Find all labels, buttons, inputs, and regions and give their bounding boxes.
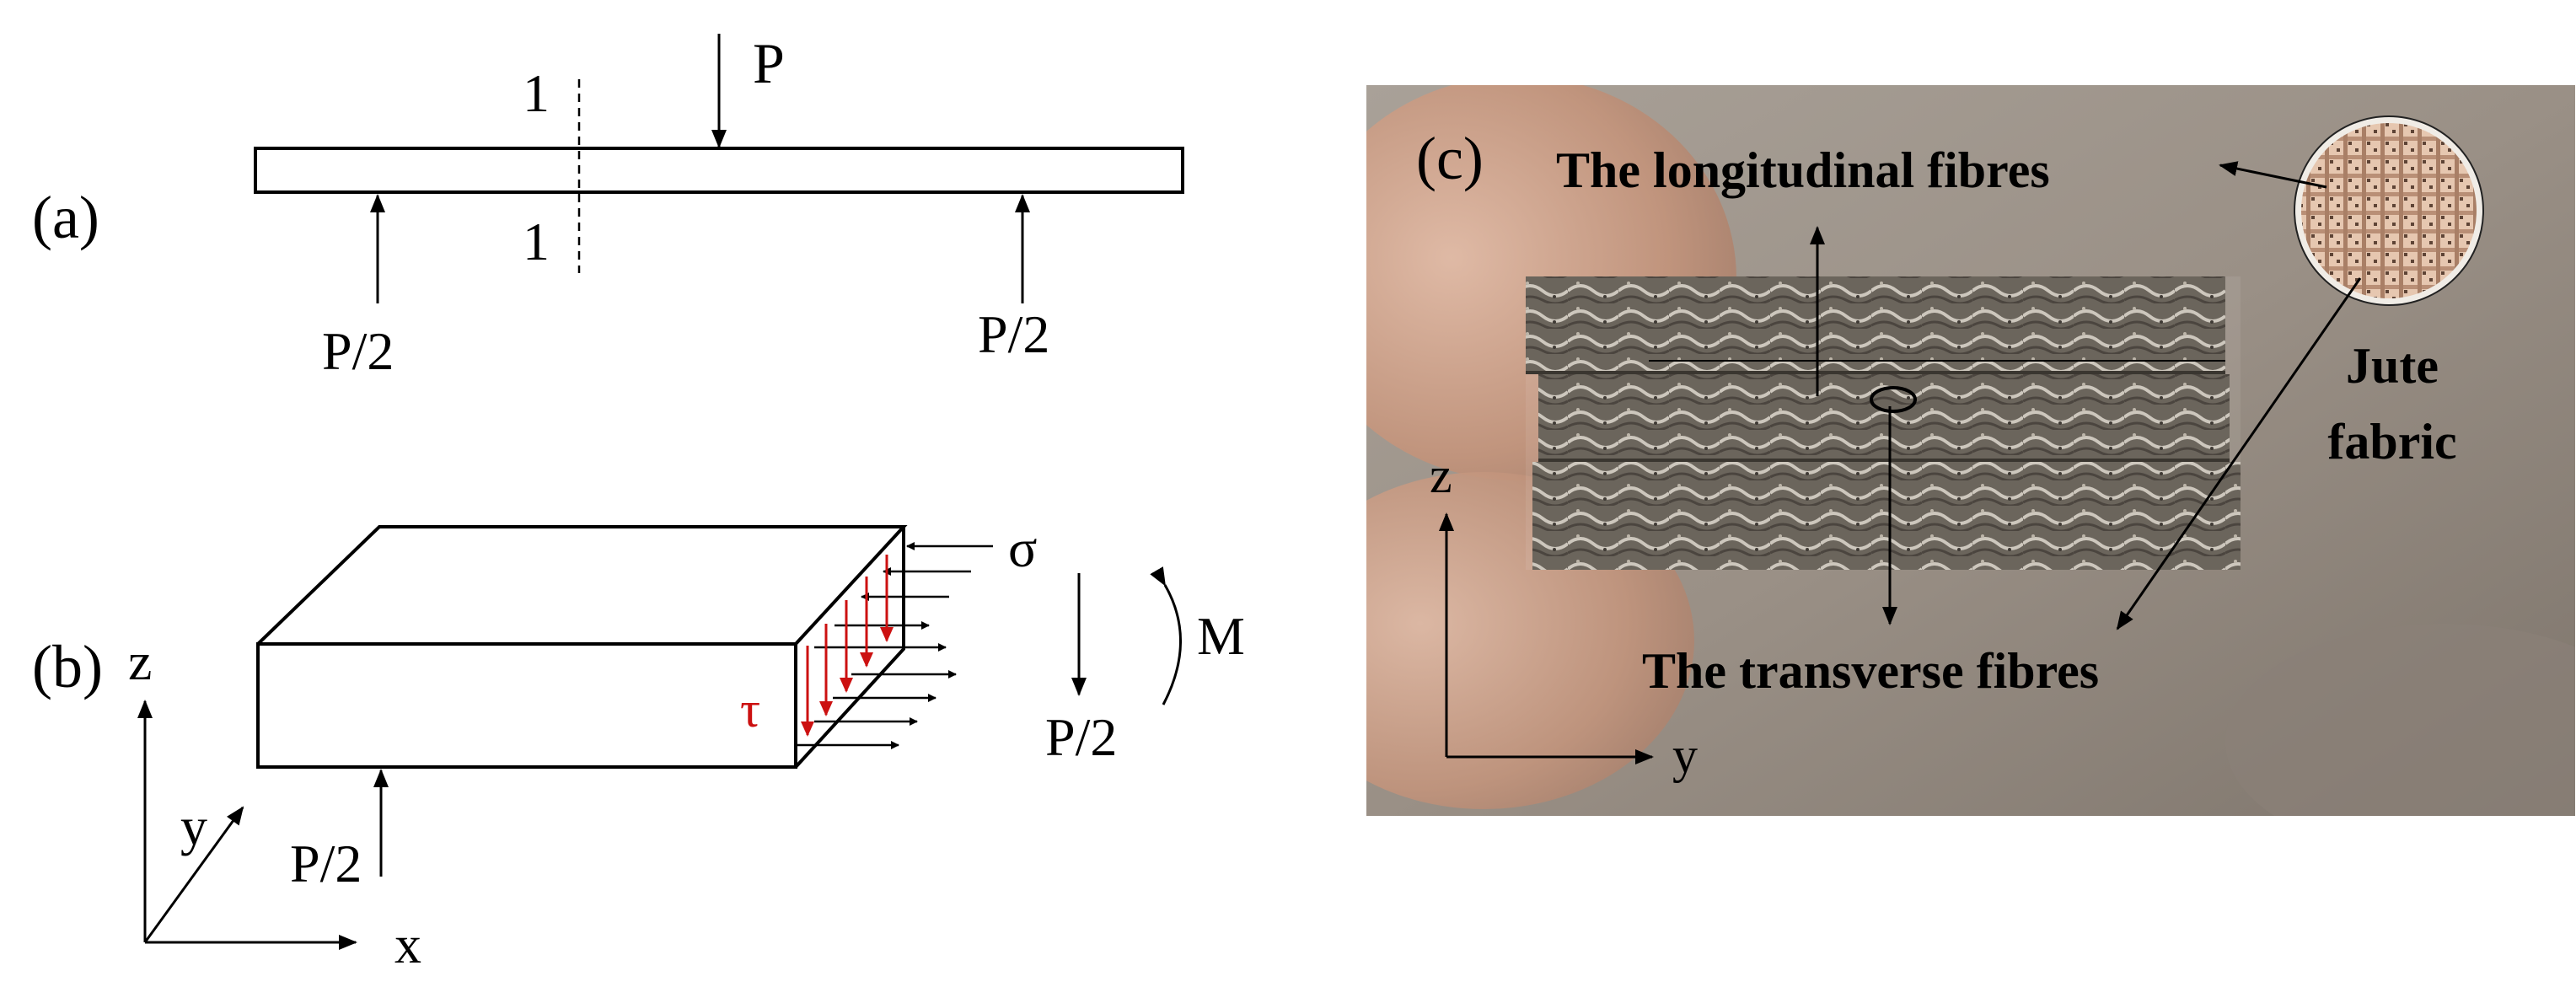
axis-z-label-b: z (128, 631, 152, 691)
panel-c-label: (c) (1416, 125, 1484, 192)
shear-force-label: P/2 (1045, 707, 1117, 767)
fabric-pointer-arrow (2219, 161, 2327, 189)
fabric-to-transverse-arrow (2116, 277, 2362, 630)
normal-stress-arrows (796, 542, 993, 749)
support-label-right: P/2 (978, 304, 1049, 364)
jute-fabric-closeup (2298, 120, 2480, 302)
transverse-fibres-label: The transverse fibres (1642, 643, 2099, 699)
section-label-top: 1 (523, 63, 550, 123)
specimen-layer-1 (1526, 276, 2225, 371)
jute-fabric-label-line2: fabric (2327, 414, 2456, 469)
block-front-face (256, 642, 797, 769)
support-label-b: P/2 (290, 834, 362, 893)
block-side-face (794, 527, 905, 769)
support-label-left: P/2 (322, 321, 394, 381)
shear-stress-label: τ (740, 682, 760, 738)
panel-a-label: (a) (32, 184, 99, 251)
axis-x-label-b: x (394, 915, 421, 974)
photo-axis-y-label: y (1672, 727, 1698, 783)
beam (254, 147, 1184, 194)
moment-label: M (1197, 606, 1245, 666)
load-label-top: P (753, 31, 785, 95)
panel-a (254, 34, 1184, 303)
panel-c-photo (1366, 85, 2575, 816)
photo-axis-z-label: z (1430, 448, 1452, 503)
section-label-bottom: 1 (523, 212, 550, 271)
panel-b (137, 525, 1182, 950)
fibre-marker-ellipse (1870, 386, 1917, 413)
axis-y-label-b: y (180, 797, 207, 856)
photo-shadow (2225, 624, 2575, 816)
jute-fabric-label-line1: Jute (2346, 338, 2439, 394)
normal-stress-label: σ (1008, 518, 1038, 578)
specimen-layer-3 (1532, 462, 2241, 570)
longitudinal-fibres-label: The longitudinal fibres (1556, 142, 2050, 198)
shear-stress-arrows (801, 555, 894, 737)
panel-b-label: (b) (32, 633, 103, 700)
axis-y-arrow (143, 806, 244, 943)
moment-arrow (1150, 566, 1182, 705)
block-top-face (256, 525, 908, 646)
